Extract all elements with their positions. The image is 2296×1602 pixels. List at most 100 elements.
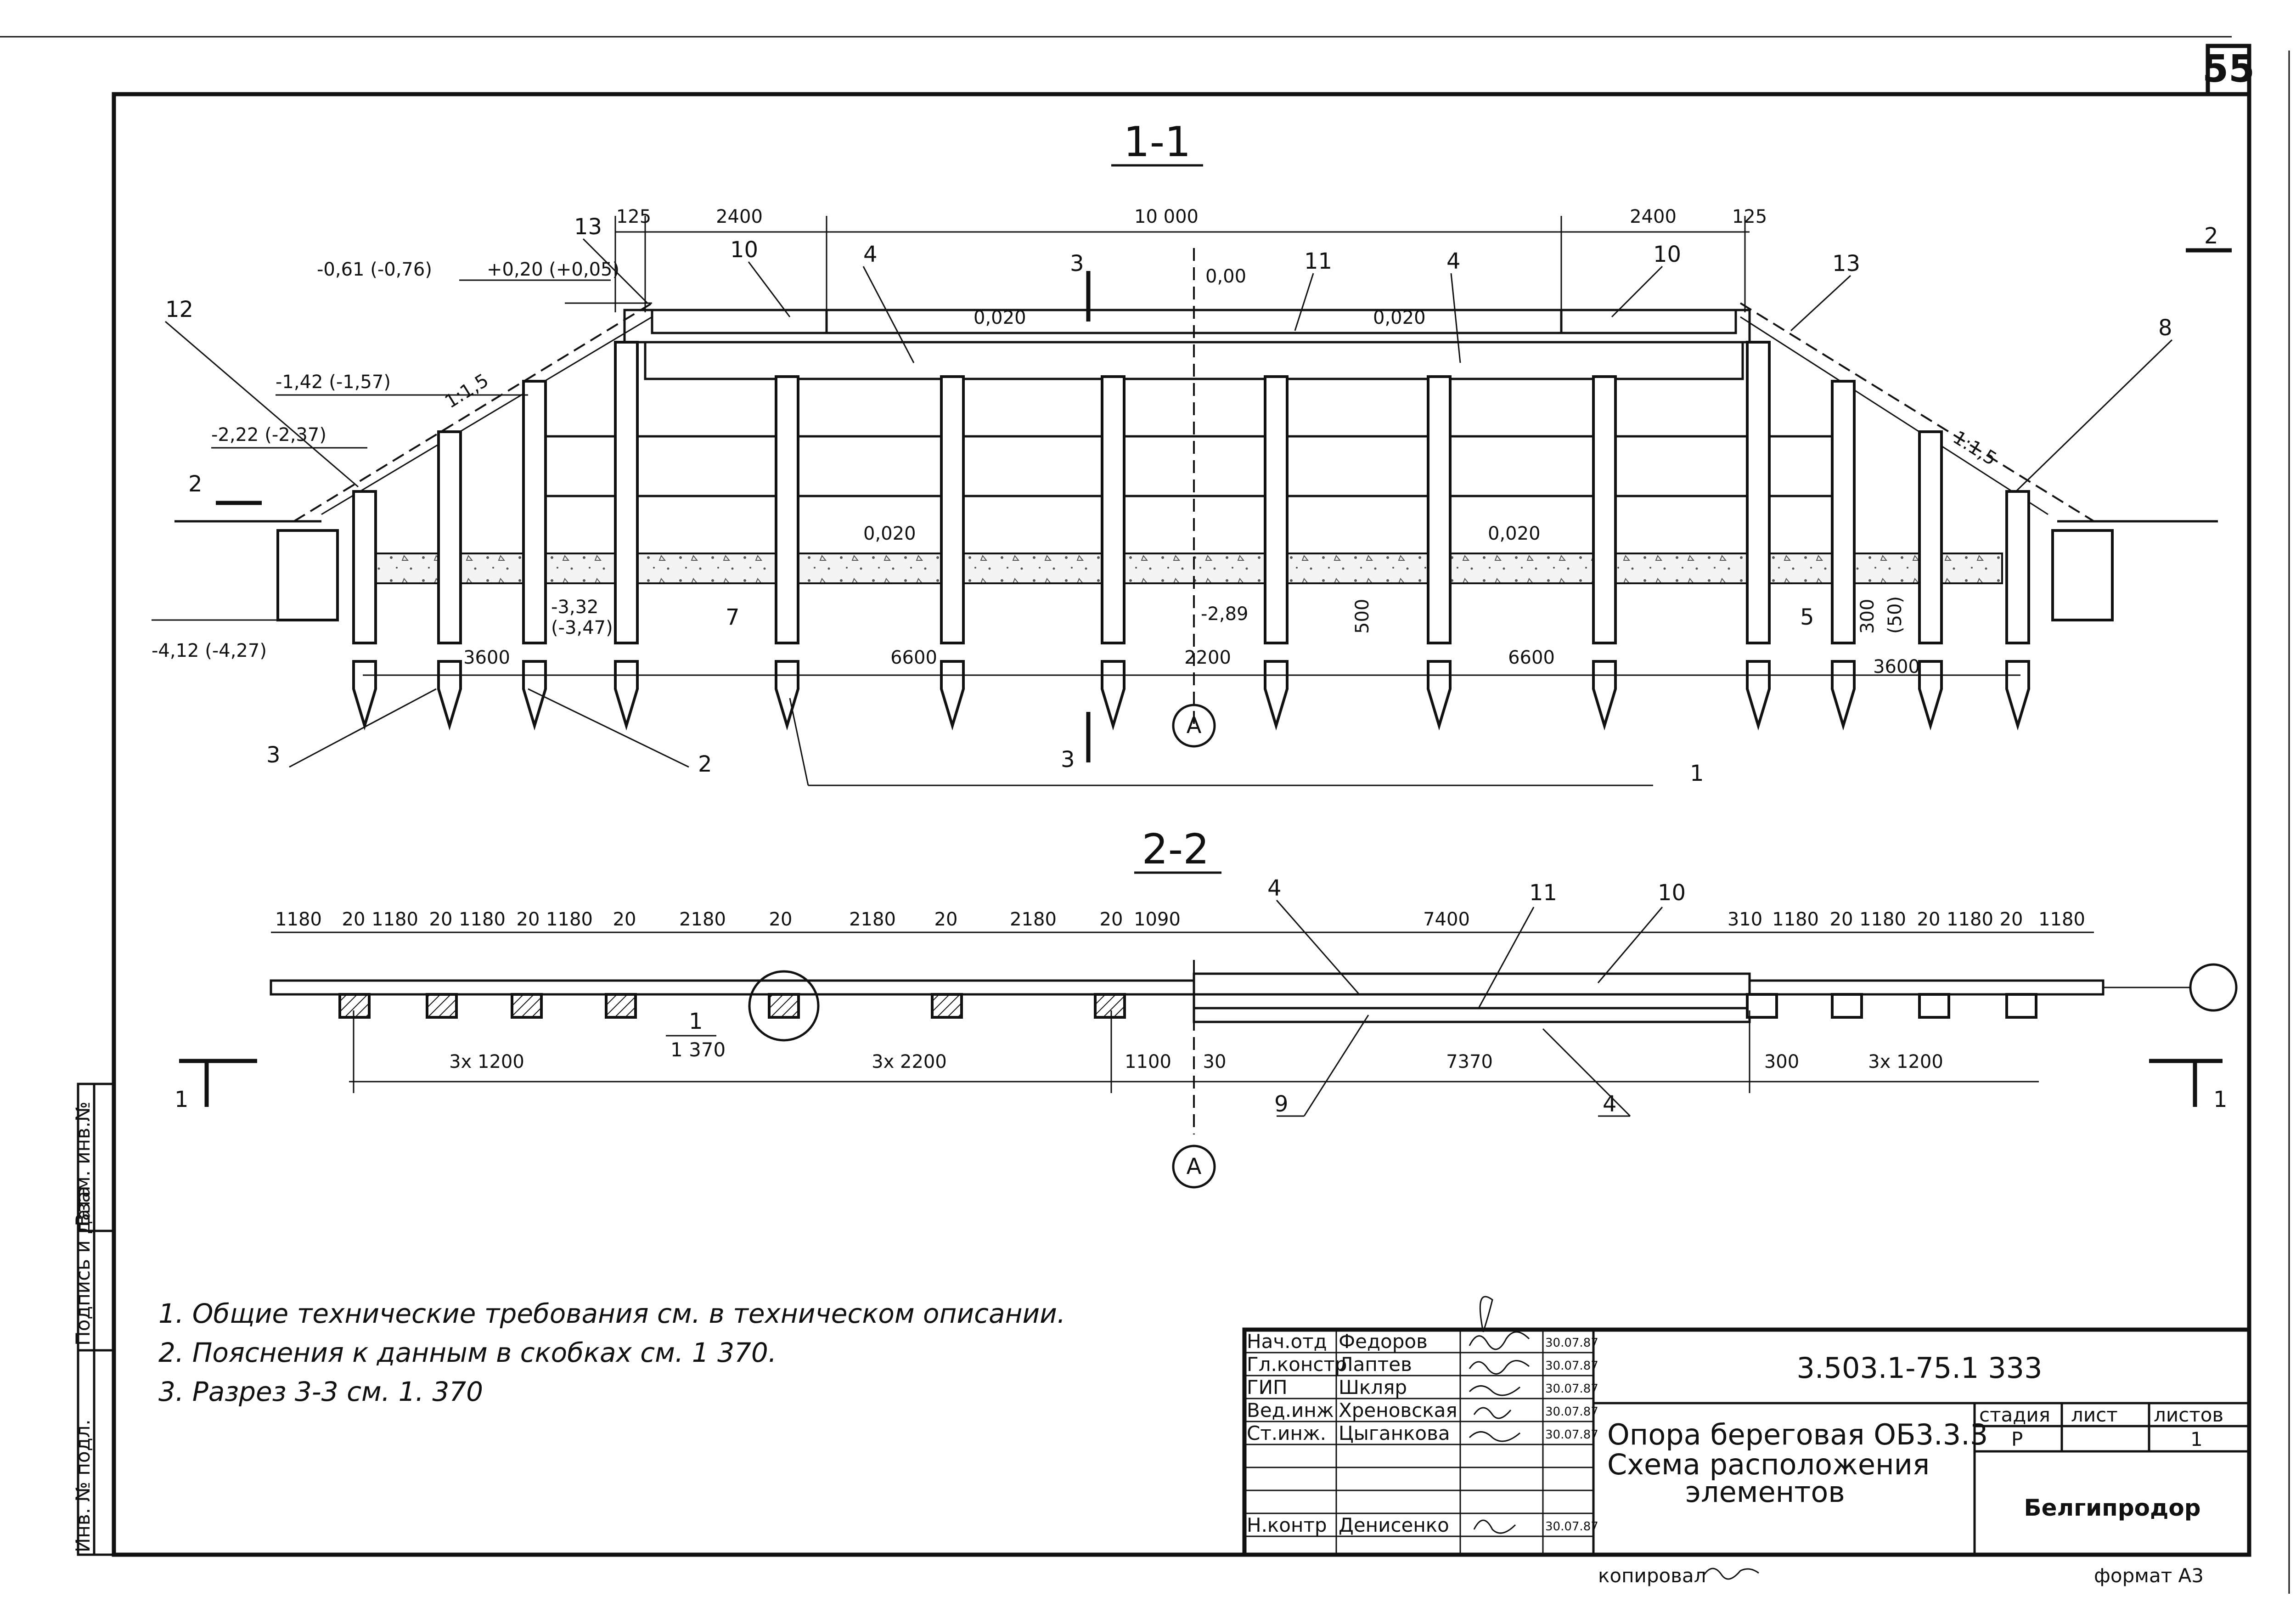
signature-row: Гл.констр Лаптев 30.07.87 xyxy=(1247,1353,1598,1376)
slope-label: 0,020 xyxy=(863,523,916,544)
item-label: 4 xyxy=(1267,875,1282,901)
dim-label: 1180 xyxy=(1947,909,1993,930)
side-stamp-field: Подпись и дата xyxy=(72,1186,94,1346)
dim-label: 1180 xyxy=(371,909,418,930)
dim-label: 6600 xyxy=(890,647,937,668)
drawing-code: 3.503.1-75.1 333 xyxy=(1796,1351,2042,1385)
item-label: 7 xyxy=(726,604,740,630)
dim-label: 30 xyxy=(1203,1051,1227,1072)
side-stamp-field: Взам. инв.№ xyxy=(72,1101,94,1226)
section-mark: 2 2 3 3 xyxy=(188,223,2232,773)
dim-label: 3x 2200 xyxy=(872,1051,947,1072)
dim-label: 20 xyxy=(517,909,540,930)
item-label: 3 xyxy=(266,742,281,768)
drawing-label: Цыганкова xyxy=(1339,1422,1450,1444)
item-label: 11 xyxy=(1304,248,1332,274)
signature-row: ГИП Шкляр 30.07.87 xyxy=(1247,1376,1598,1399)
drawing-label: Ст.инж. xyxy=(1247,1422,1326,1444)
drawing-label: ГИП xyxy=(1247,1376,1288,1399)
dim-label: 20 xyxy=(934,909,958,930)
signature-row: Вед.инж Хреновская 30.07.87 xyxy=(1247,1399,1598,1421)
drawing-label: Гл.констр xyxy=(1247,1353,1347,1376)
drawing-label: Лаптев xyxy=(1339,1353,1412,1376)
dim-label: 1180 xyxy=(2038,909,2085,930)
dim-label: 1180 xyxy=(1859,909,1906,930)
dim-label: 1100 xyxy=(1125,1051,1171,1072)
sheet-header: лист xyxy=(2071,1404,2118,1426)
elevation: -0,61 (-0,76) xyxy=(317,259,432,280)
drawing-label: Нач.отд xyxy=(1247,1330,1327,1353)
dim-label: 125 xyxy=(1732,206,1767,227)
side-stamp-field: Инв. № подл. xyxy=(72,1419,94,1552)
drawing-label: 2 xyxy=(2204,223,2218,249)
dim-label: 20 xyxy=(613,909,636,930)
page-number: 55 xyxy=(2202,47,2255,91)
signature-row: Ст.инж. Цыганкова 30.07.87 xyxy=(1247,1422,1598,1444)
dim-label: 3x 1200 xyxy=(1868,1051,1943,1072)
stage-header: стадия xyxy=(1979,1404,2050,1426)
format-label: формат А3 xyxy=(2094,1564,2204,1587)
callout-sheet: 1 370 xyxy=(670,1038,726,1061)
dim-label: 3600 xyxy=(463,647,510,668)
item-label: 4 xyxy=(863,242,878,267)
dim-label: 1180 xyxy=(546,909,593,930)
item-label: 10 xyxy=(1658,880,1686,906)
ratio-label: 1:1,5 xyxy=(441,370,492,412)
dim-label: 20 xyxy=(342,909,366,930)
dim-label: 300 xyxy=(1857,599,1878,634)
dim-label: 2180 xyxy=(1010,909,1057,930)
dim-label: 20 xyxy=(429,909,453,930)
drawing-label: 3 xyxy=(1070,251,1084,276)
drawing-label: 30.07.87 xyxy=(1545,1428,1598,1442)
side-stamp: Инв. № подл. Подпись и дата Взам. инв.№ xyxy=(72,1083,115,1556)
dim-label: 2180 xyxy=(849,909,896,930)
item-label: 1 xyxy=(1690,761,1704,786)
drawing-label: 30.07.87 xyxy=(1545,1382,1598,1396)
sheets-value: 1 xyxy=(2190,1428,2203,1450)
item-label: 13 xyxy=(1832,251,1860,276)
callout-number: 1 xyxy=(689,1009,703,1034)
dim-label: 1180 xyxy=(275,909,322,930)
item-label: 9 xyxy=(1274,1091,1289,1117)
dim-label: 1090 xyxy=(1134,909,1181,930)
slope-label: 0,020 xyxy=(974,307,1026,328)
elevation: +0,20 (+0,05) xyxy=(487,259,619,280)
item-label: 10 xyxy=(1653,242,1681,267)
dim-label: 1180 xyxy=(1772,909,1819,930)
drawing-label: 2 xyxy=(188,471,203,497)
dim-label: 20 xyxy=(1830,909,1853,930)
item-label: 5 xyxy=(1800,604,1814,630)
item-label: 2 xyxy=(698,751,712,777)
dim-label: 20 xyxy=(2000,909,2023,930)
dim-label: 7370 xyxy=(1446,1051,1493,1072)
drawing-label: 1 xyxy=(2213,1087,2228,1112)
note-line: 3. Разрез 3-3 см. 1. 370 xyxy=(158,1376,483,1407)
pile-tips xyxy=(352,660,2030,731)
dim-label: 2200 xyxy=(1184,647,1231,668)
item-label: 12 xyxy=(165,297,193,322)
elevation: -3,32 xyxy=(551,597,599,618)
sheets-header: листов xyxy=(2154,1404,2223,1426)
dim-label: 20 xyxy=(769,909,793,930)
title-block: Нач.отд Федоров 30.07.87 Гл.констр Лапте… xyxy=(1242,1296,2251,1587)
drawing-label: 1 xyxy=(174,1087,189,1112)
dim-label: 20 xyxy=(1100,909,1123,930)
drawing-label: Н.контр xyxy=(1247,1514,1327,1536)
note-line: 1. Общие технические требования см. в те… xyxy=(158,1298,1065,1329)
drawing-label: 3 xyxy=(1061,747,1075,773)
axis-label: A xyxy=(1187,713,1202,739)
drawing-frame: 55 xyxy=(0,36,2290,1594)
dim-label: 300 xyxy=(1764,1051,1799,1072)
item-label: 13 xyxy=(574,214,602,240)
section-title: 1-1 xyxy=(1124,118,1191,166)
dim-label: (50) xyxy=(1885,596,1906,634)
elevation: -2,22 (-2,37) xyxy=(211,424,326,446)
drawing-title: Схема расположения xyxy=(1607,1448,1930,1481)
item-label: 10 xyxy=(730,237,758,263)
organization: Белгипродор xyxy=(2024,1495,2200,1521)
dim-label: 500 xyxy=(1352,599,1373,634)
dim-label: 20 xyxy=(1917,909,1941,930)
drawing-label: Денисенко xyxy=(1339,1514,1449,1536)
dim-label: 310 xyxy=(1728,909,1762,930)
